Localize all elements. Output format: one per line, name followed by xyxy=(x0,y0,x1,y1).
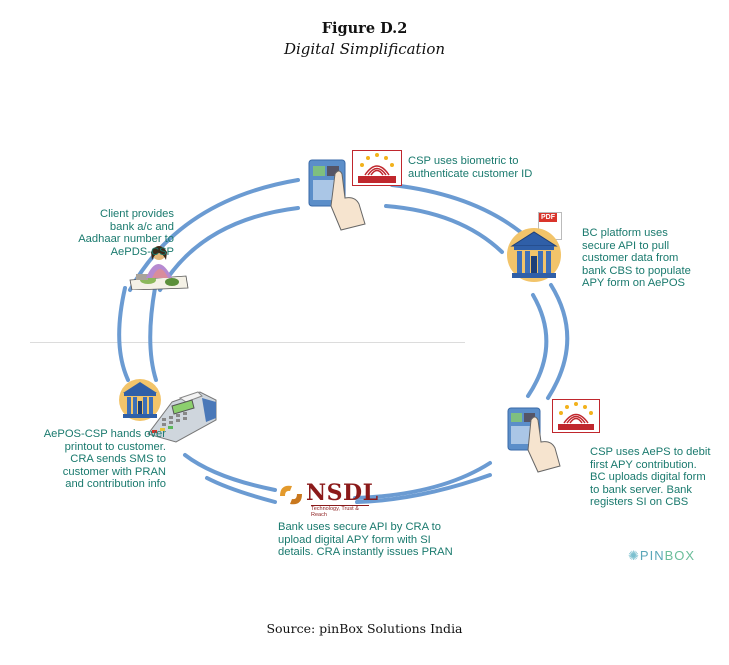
caption-line: AePOS-CSP hands over xyxy=(43,428,166,440)
ring-arc-inner-bottom-left xyxy=(205,476,277,504)
caption-line: printout to customer. xyxy=(64,440,166,453)
ring-arc-inner-bottom-right xyxy=(355,473,492,504)
caption-line: APY form on AePOS xyxy=(582,277,686,290)
step-cra-upload-caption: Bank uses secure API by CRA to upload di… xyxy=(278,521,478,559)
step-biometric-caption: CSP uses biometric to authenticate custo… xyxy=(408,155,578,180)
step-aeps-debit-caption: CSP uses AePS to debit first APY contrib… xyxy=(590,446,725,509)
bank-icon xyxy=(507,228,561,282)
caption-line: bank a/c and xyxy=(109,220,174,233)
step-printout-caption: AePOS-CSP hands over printout to custome… xyxy=(10,428,166,491)
pinbox-logo: ✺PINBOX xyxy=(628,548,695,564)
caption-line: Aadhaar number to xyxy=(78,233,174,246)
caption-line: first APY contribution. xyxy=(590,458,697,471)
ring-arc-outer-bottom-right xyxy=(353,461,492,500)
caption-line: BC platform uses xyxy=(582,227,668,239)
caption-line: Client provides xyxy=(100,208,174,220)
caption-line: CSP uses AePS to debit xyxy=(590,446,711,458)
caption-line: registers SI on CBS xyxy=(590,496,689,509)
caption-line: upload digital APY form with SI xyxy=(278,533,431,546)
caption-line: authenticate customer ID xyxy=(408,167,533,180)
ring-arc-outer-top-left xyxy=(128,178,300,292)
caption-line: customer with PRAN xyxy=(62,465,166,478)
step-client-caption: Client provides bank a/c and Aadhaar num… xyxy=(34,208,174,258)
figure-number: Figure D.2 xyxy=(321,20,408,37)
pinbox-text-box: BOX xyxy=(664,548,696,563)
caption-line: Bank uses secure API by CRA to xyxy=(278,521,441,533)
caption-line: to bank server. Bank xyxy=(590,483,692,496)
ring-arc-inner-right xyxy=(526,293,549,398)
caption-line: CRA sends SMS to xyxy=(70,453,166,466)
aadhaar-logo xyxy=(352,150,402,186)
fingerprint-terminal-icon xyxy=(308,159,366,231)
bank-icon xyxy=(119,379,161,421)
pinbox-text-pin: PIN xyxy=(639,548,665,563)
pos-terminal-icon xyxy=(147,391,217,443)
caption-line: secure API to pull xyxy=(582,239,670,252)
caption-line: and contribution info xyxy=(65,478,166,491)
ring-arc-outer-top-right xyxy=(390,183,532,242)
figure-subtitle: Digital Simplification xyxy=(283,40,446,58)
ring-arc-outer-left xyxy=(117,286,130,382)
figure-source: Source: pinBox Solutions India xyxy=(266,621,463,636)
nsdl-tagline: Technology, Trust & Reach xyxy=(311,505,369,518)
caption-line: details. CRA instantly issues PRAN xyxy=(278,546,453,559)
pinbox-burst-icon: ✺ xyxy=(628,548,640,563)
pdf-badge: PDF xyxy=(539,213,557,222)
caption-line: customer data from xyxy=(582,252,679,265)
ring-arc-inner-top-left xyxy=(158,206,300,292)
ring-arc-outer-right xyxy=(546,283,570,400)
step-bc-platform-caption: BC platform uses secure API to pull cust… xyxy=(582,227,722,290)
ring-arc-inner-top-right xyxy=(384,204,504,254)
ring-arc-inner-left xyxy=(148,286,158,382)
woman-vendor-icon xyxy=(129,246,189,290)
aadhaar-logo xyxy=(552,399,600,433)
divider-line xyxy=(30,342,465,343)
fingerprint-terminal-icon xyxy=(507,407,561,473)
caption-line: bank CBS to populate xyxy=(582,264,691,277)
caption-line: CSP uses biometric to xyxy=(408,155,519,167)
nsdl-swirl-icon xyxy=(280,485,302,505)
ring-arc-outer-bottom-left xyxy=(183,453,277,492)
caption-line: BC uploads digital form xyxy=(590,471,706,484)
nsdl-logo: NSDL xyxy=(306,480,379,506)
caption-line: AePDS-CSP xyxy=(110,245,174,258)
